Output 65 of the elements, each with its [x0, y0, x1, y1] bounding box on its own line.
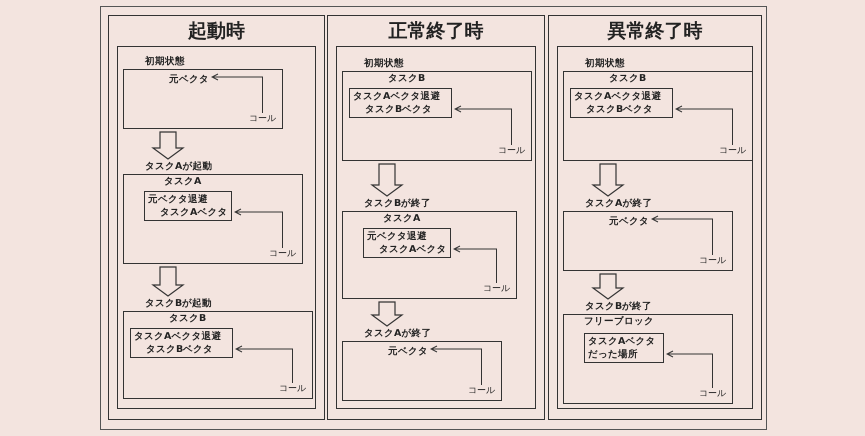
- call-label: コール: [468, 386, 495, 397]
- vector-box: [349, 88, 452, 118]
- state-caption: タスクAが終了: [364, 327, 432, 340]
- state-caption: 初期状態: [364, 57, 404, 70]
- vector-label: タスクAベクタ: [159, 206, 228, 219]
- column-panel: [108, 15, 325, 420]
- vector-box: [130, 328, 233, 358]
- state-caption: タスクBが終了: [585, 300, 652, 313]
- vector-label: 元ベクタ退避: [148, 193, 209, 206]
- call-arrow: [236, 346, 293, 384]
- vector-label: 元ベクタ: [388, 346, 428, 358]
- state-caption: タスクAが終了: [585, 197, 652, 210]
- vector-label: タスクBベクタ: [364, 103, 434, 116]
- vector-label: タスクAベクタ退避: [353, 90, 442, 103]
- block-arrow: [591, 163, 625, 197]
- block-arrow: [591, 273, 625, 300]
- call-label: コール: [699, 256, 726, 267]
- call-label: コール: [719, 146, 746, 157]
- vector-label: タスクAベクタ退避: [134, 330, 222, 343]
- call-label: コール: [249, 114, 276, 125]
- call-arrow: [454, 246, 497, 284]
- call-label: コール: [699, 389, 726, 400]
- call-label: コール: [498, 146, 525, 157]
- vector-label: 元ベクタ退避: [367, 230, 428, 243]
- vector-label: 元ベクタ: [169, 74, 209, 86]
- task-heading: タスクA: [164, 176, 202, 188]
- state-caption: タスクBが起動: [145, 297, 212, 310]
- task-heading: タスクB: [388, 73, 426, 85]
- call-arrow: [430, 346, 482, 386]
- state-caption: 初期状態: [585, 57, 625, 70]
- column-panel: [548, 15, 762, 420]
- block-arrow: [151, 266, 185, 297]
- vector-box: [363, 228, 451, 258]
- column-heading: 正常終了時: [388, 19, 484, 44]
- state-caption: タスクBが終了: [364, 197, 432, 210]
- call-label: コール: [483, 284, 510, 295]
- vector-label: タスクBベクタ: [145, 343, 214, 356]
- call-arrow: [234, 208, 283, 248]
- call-arrow: [454, 106, 512, 146]
- column-panel: [327, 15, 545, 420]
- vector-box: [570, 88, 673, 118]
- task-heading: タスクB: [609, 73, 646, 85]
- block-arrow: [370, 301, 404, 327]
- vector-label: タスクAベクタ退避: [574, 90, 662, 103]
- state-caption: 初期状態: [145, 55, 185, 68]
- block-arrow: [151, 131, 185, 160]
- vector-box: [584, 333, 664, 363]
- vector-box: [144, 191, 232, 221]
- block-arrow: [370, 163, 404, 197]
- call-arrow: [666, 350, 713, 388]
- call-label: コール: [279, 384, 306, 395]
- call-arrow: [676, 106, 733, 146]
- state-caption: タスクAが起動: [145, 160, 212, 173]
- call-arrow: [212, 74, 263, 114]
- vector-label: 元ベクタ: [609, 216, 649, 228]
- task-heading: フリーブロック: [584, 316, 654, 328]
- call-label: コール: [269, 249, 296, 260]
- call-arrow: [652, 216, 713, 256]
- vector-label: タスクAベクタだった場所: [588, 335, 656, 361]
- task-heading: タスクB: [169, 313, 206, 325]
- vector-label: タスクAベクタ: [378, 243, 447, 256]
- column-heading: 起動時: [188, 19, 245, 44]
- vector-label: タスクBベクタ: [585, 103, 654, 116]
- column-heading: 異常終了時: [608, 19, 702, 44]
- task-heading: タスクA: [383, 213, 420, 225]
